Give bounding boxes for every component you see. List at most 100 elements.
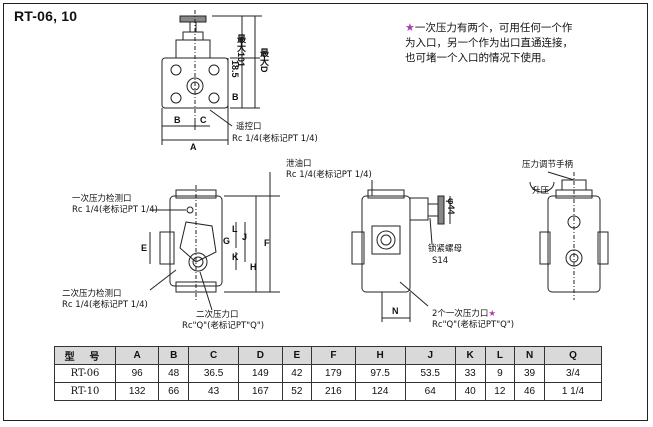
dim-H: H xyxy=(250,262,257,272)
dim-G: G xyxy=(223,236,231,246)
header-D: D xyxy=(238,346,283,365)
p1-check-thread: Rc 1/4(老标记PT 1/4) xyxy=(72,205,158,215)
side-knob xyxy=(437,195,445,225)
note-line-2: 为入口，另一个作为出口直通连接， xyxy=(405,37,573,49)
dim-phi44: φ44 xyxy=(446,198,456,215)
cell: 96 xyxy=(114,364,160,383)
header-L: L xyxy=(484,346,516,365)
usage-note: ★一次压力有两个，可用任何一个作 为入口，另一个作为出口直通连接， 也可堵一个入… xyxy=(405,20,605,66)
cell: 167 xyxy=(238,382,283,401)
cell: 216 xyxy=(311,382,356,401)
dim-F: F xyxy=(264,238,270,248)
dim-B-vertical: B xyxy=(232,92,239,102)
header-K: K xyxy=(454,346,486,365)
front-check-port xyxy=(186,206,194,214)
note-line-1: 一次压力有两个，可用任何一个作 xyxy=(414,22,573,34)
cell: 52 xyxy=(281,382,313,401)
header-E: E xyxy=(281,346,313,365)
header-H: H xyxy=(354,346,406,365)
cell: 53.5 xyxy=(404,364,456,383)
drawing-frame xyxy=(3,3,648,421)
p2-port-thread: Rc"Q"(老标记PT"Q") xyxy=(182,321,265,331)
p1-ports-thread: Rc"Q"(老标记PT"Q") xyxy=(432,320,515,330)
table-row: RT-10 132 66 43 167 52 216 124 64 40 12 … xyxy=(54,382,603,401)
side-port-face xyxy=(371,225,401,255)
cell: RT-06 xyxy=(54,364,116,383)
dim-K: K xyxy=(232,252,239,262)
side-port-inner xyxy=(380,234,392,246)
header-C: C xyxy=(188,346,240,365)
cell: 1 1/4 xyxy=(543,382,603,401)
p1-ports-label: 2个一次压力口★ xyxy=(432,309,496,319)
right-boss-left xyxy=(539,231,551,265)
cell: 66 xyxy=(158,382,190,401)
cell: 149 xyxy=(238,364,283,383)
dim-B: B xyxy=(174,115,181,125)
p2-port-label: 二次压力口 xyxy=(196,310,239,320)
note-star-icon: ★ xyxy=(405,21,415,34)
handwheel-leader xyxy=(547,171,575,181)
cell: RT-10 xyxy=(54,382,116,401)
p2-check-leader xyxy=(149,269,177,291)
model-title: RT-06, 10 xyxy=(14,8,78,24)
p1-ports-text: 2个一次压力口 xyxy=(432,309,489,319)
raise-label: 升压 xyxy=(532,186,550,196)
dim-18-5: 18.5 xyxy=(230,60,240,78)
remote-leader xyxy=(209,109,233,127)
header-N: N xyxy=(514,346,545,365)
cell: 132 xyxy=(114,382,160,401)
raise-arrow-arc xyxy=(529,181,555,193)
dim-E: E xyxy=(141,243,148,253)
cell: 12 xyxy=(484,382,516,401)
drain-port-thread: Rc 1/4(老标记PT 1/4) xyxy=(286,170,372,180)
cell: 43 xyxy=(188,382,240,401)
front-side-boss xyxy=(159,231,175,265)
dim-A: A xyxy=(190,142,197,152)
lock-nut-label: 锁紧螺母 xyxy=(428,244,463,254)
top-bolt-2 xyxy=(208,64,220,76)
header-model: 型 号 xyxy=(54,346,116,365)
side-boss xyxy=(351,231,365,265)
cell: 40 xyxy=(454,382,486,401)
locknut-leader xyxy=(429,217,433,245)
top-view xyxy=(161,10,262,145)
side-body xyxy=(361,195,411,293)
right-view xyxy=(529,171,609,300)
cell: 39 xyxy=(514,364,545,383)
cell: 36.5 xyxy=(188,364,240,383)
front-outlet-inner xyxy=(192,256,204,268)
cell: 42 xyxy=(281,364,313,383)
front-outlet-port xyxy=(188,252,208,272)
cell: 46 xyxy=(514,382,545,401)
side-bonnet xyxy=(409,197,429,221)
cell: 64 xyxy=(404,382,456,401)
top-bolt-3 xyxy=(170,92,182,104)
remote-port-thread: Rc 1/4(老标记PT 1/4) xyxy=(232,134,318,144)
header-A: A xyxy=(114,346,160,365)
handwheel-label: 压力调节手柄 xyxy=(522,160,574,170)
cell: 124 xyxy=(354,382,406,401)
header-F: F xyxy=(311,346,356,365)
top-knob xyxy=(179,15,207,23)
dim-C: C xyxy=(200,115,207,125)
dim-maxD: 最大D xyxy=(259,48,269,73)
cell: 179 xyxy=(311,364,356,383)
spec-table: 型 号 A B C D E F H J K L N Q RT-06 96 48 … xyxy=(54,346,603,401)
header-J: J xyxy=(404,346,456,365)
drain-port-label: 泄油口 xyxy=(286,159,312,169)
dim-L: L xyxy=(232,224,238,234)
side-cap xyxy=(367,189,405,199)
dim-N: N xyxy=(392,306,399,316)
dim-J: J xyxy=(242,232,248,242)
cell: 33 xyxy=(454,364,486,383)
top-bolt-1 xyxy=(170,64,182,76)
right-boss-right xyxy=(597,231,609,265)
side-locknut xyxy=(427,203,439,217)
cell: 9 xyxy=(484,364,516,383)
remote-port-label: 遥控口 xyxy=(236,122,262,132)
table-header-row: 型 号 A B C D E F H J K L N Q xyxy=(54,346,603,365)
top-nut xyxy=(182,31,204,41)
lock-nut-size: S14 xyxy=(432,256,449,266)
cell: 97.5 xyxy=(354,364,406,383)
